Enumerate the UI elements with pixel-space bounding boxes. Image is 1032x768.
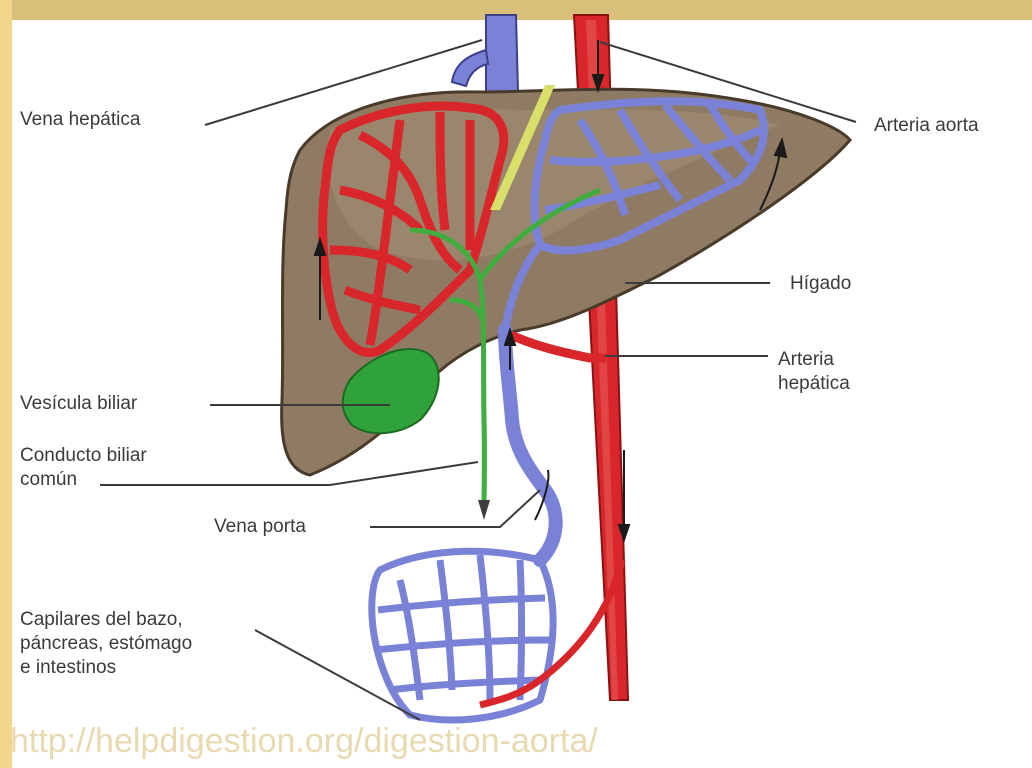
watermark-url: http://helpdigestion.org/digestion-aorta… [10, 722, 598, 761]
bile-duct-arrow [478, 500, 490, 520]
hepatic-vein [452, 15, 518, 92]
label-arteria-hepatica: Arteria hepática [778, 348, 850, 396]
label-arteria-aorta: Arteria aorta [874, 114, 979, 138]
label-vena-porta: Vena porta [214, 515, 306, 539]
portal-vein [505, 330, 556, 560]
label-vena-hepatica: Vena hepática [20, 108, 140, 132]
label-capilares: Capilares del bazo, páncreas, estómago e… [20, 608, 192, 680]
label-conducto-biliar-comun: Conducto biliar común [20, 444, 147, 492]
capillary-bed [372, 551, 553, 720]
label-vesicula-biliar: Vesícula biliar [20, 392, 137, 416]
label-higado: Hígado [790, 272, 851, 296]
